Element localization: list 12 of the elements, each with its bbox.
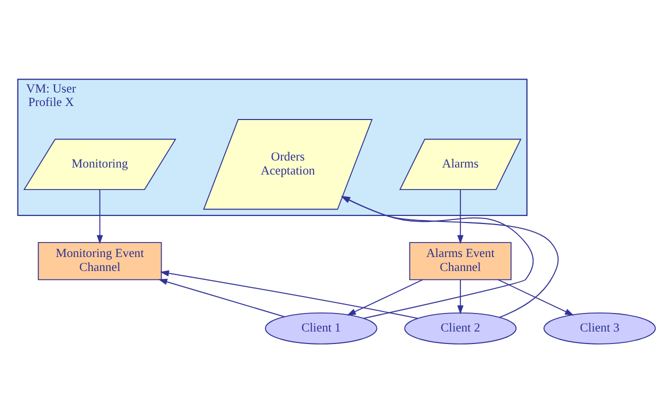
arrow: [457, 190, 464, 244]
node-ellipse: Client 2: [404, 312, 517, 344]
node-box: Alarms Event Channel: [409, 242, 512, 280]
node-ellipse: Client 3: [544, 312, 656, 344]
node-ellipse: Client 1: [264, 312, 378, 344]
arrow: [498, 279, 574, 316]
arrow: [457, 280, 464, 314]
arrow: [158, 278, 285, 318]
arrow: [346, 279, 423, 316]
arrow: [96, 190, 103, 244]
arrow: [160, 270, 418, 319]
node-box: Monitoring Event Channel: [38, 242, 162, 280]
